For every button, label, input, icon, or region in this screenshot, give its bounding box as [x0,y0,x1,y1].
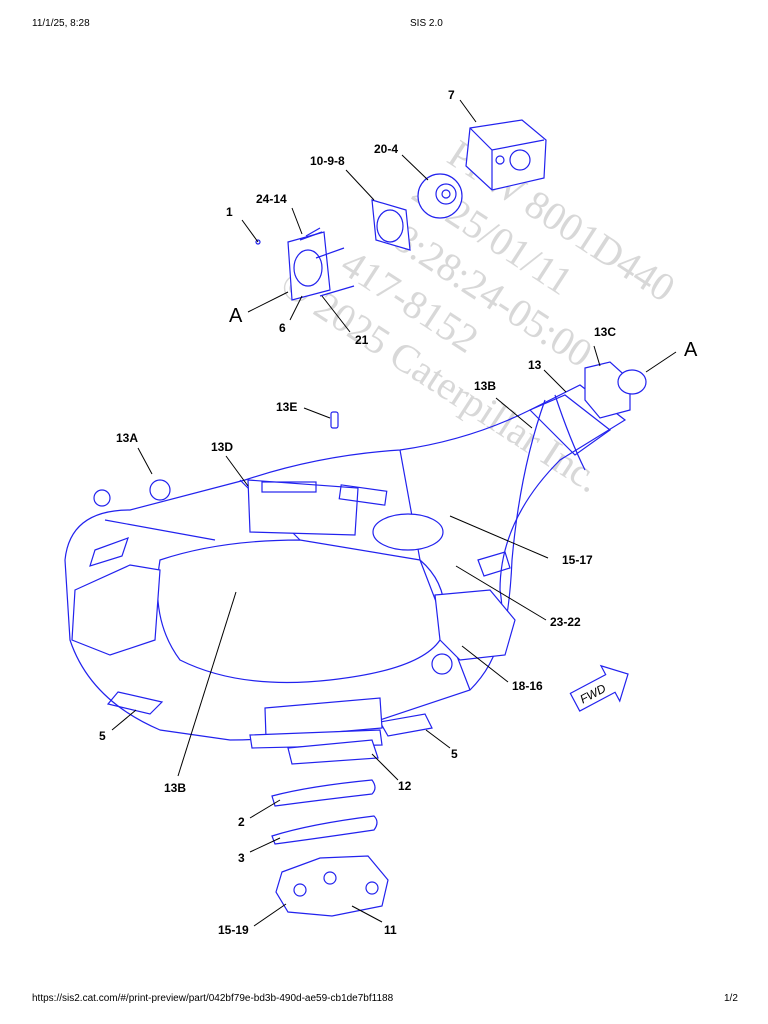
callout-21: 21 [355,333,369,347]
part-flange [255,227,355,301]
callout-10-9-8: 10-9-8 [310,154,345,168]
callout-23-22: 23-22 [550,615,581,629]
callout-labels: 1 24-14 10-9-8 20-4 7 A 6 21 13C A 13 13… [99,88,698,937]
callout-15-19: 15-19 [218,923,249,937]
callout-12: 12 [398,779,412,793]
section-a-left: A [229,305,243,327]
leader-lines [111,99,677,927]
callout-7: 7 [448,88,455,102]
part-2-shim [271,779,376,807]
part-10-9-8-gasket [371,199,411,251]
callout-13b-top: 13B [474,379,496,393]
callout-13a: 13A [116,431,138,445]
part-12 [287,739,379,765]
callout-6: 6 [279,321,286,335]
part-11-bracket [275,855,389,917]
callout-13c: 13C [594,325,616,339]
callout-5-right: 5 [451,747,458,761]
callout-3: 3 [238,851,245,865]
callout-5-left: 5 [99,729,106,743]
callout-2: 2 [238,815,245,829]
callout-13d: 13D [211,440,233,454]
callout-15-17: 15-17 [562,553,593,567]
section-a-right: A [684,339,698,361]
callout-11: 11 [384,923,397,937]
app-title: SIS 2.0 [410,18,443,29]
callout-1: 1 [226,205,233,219]
print-datetime: 11/1/25, 8:28 [32,18,90,29]
callout-24-14: 24-14 [256,192,287,206]
callout-20-4: 20-4 [374,142,398,156]
callout-13b-bottom: 13B [164,781,186,795]
part-3-shim [271,815,378,845]
callout-18-16: 18-16 [512,679,543,693]
lower-assembly [271,739,389,917]
part-20-4-dome [417,173,463,219]
main-frame [64,361,647,749]
callout-13: 13 [528,358,542,372]
callout-13e: 13E [276,400,297,414]
page-url[interactable]: https://sis2.cat.com/#/print-preview/par… [32,993,394,1004]
upper-assembly [255,119,547,301]
page-number: 1/2 [724,993,738,1004]
fwd-arrow: FWD [569,664,629,712]
part-7-cover [465,119,547,191]
